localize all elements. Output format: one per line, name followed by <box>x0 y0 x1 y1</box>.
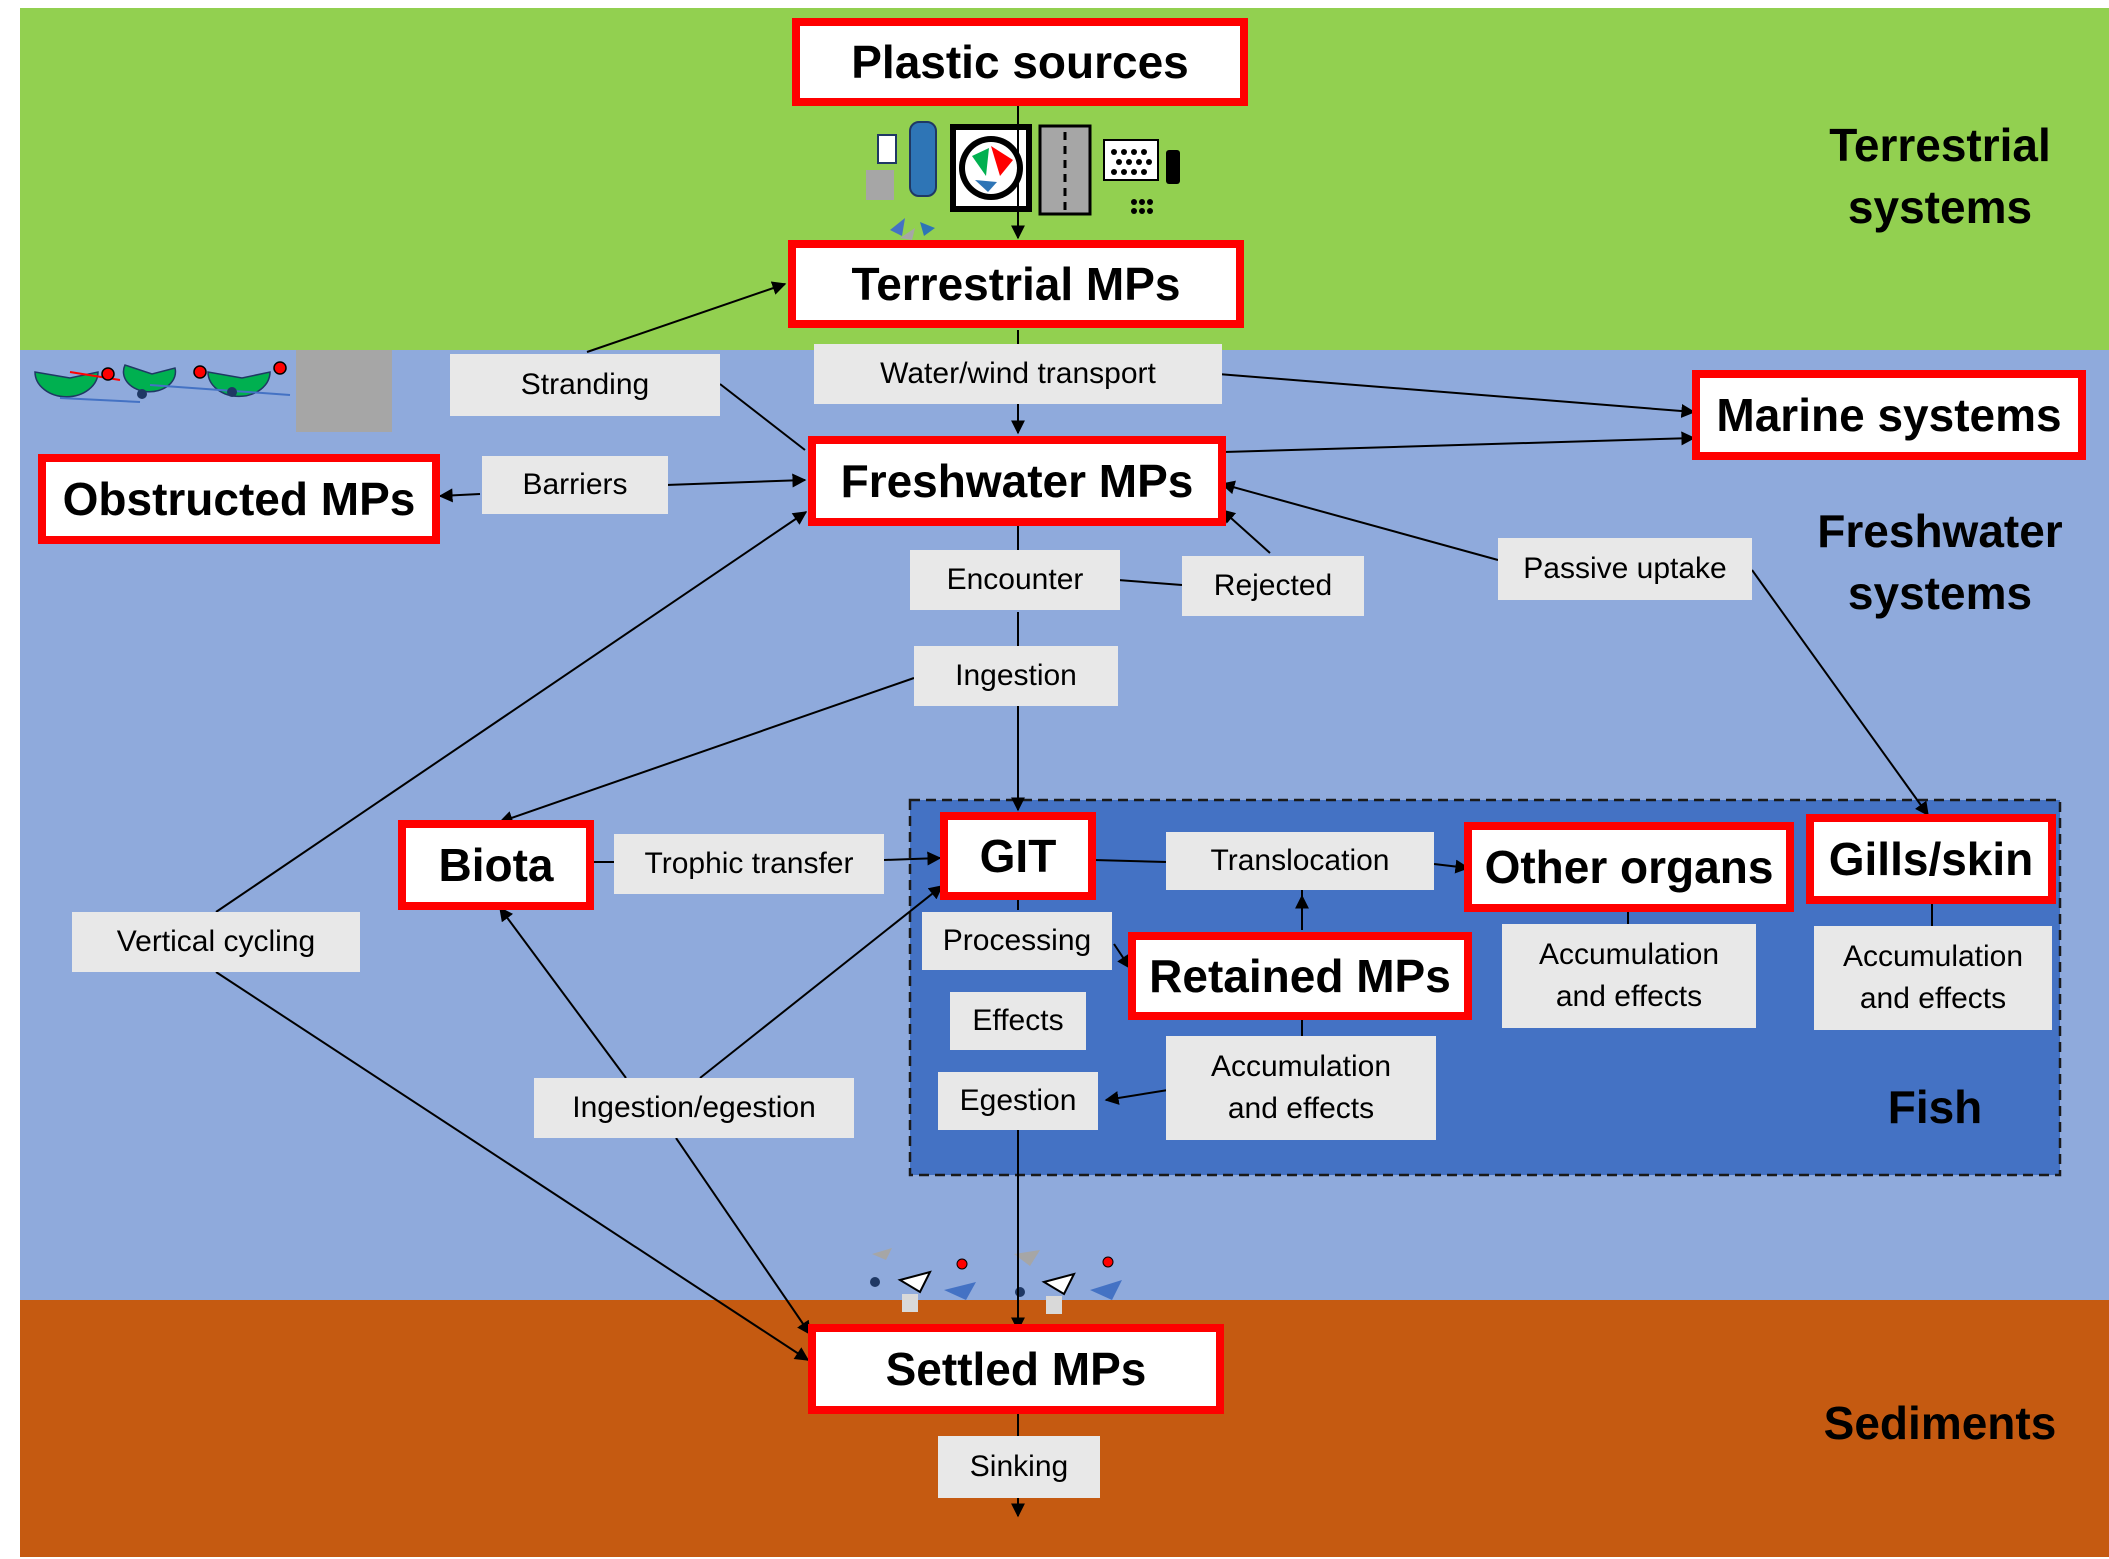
biota-node: Biota <box>398 820 594 910</box>
terrestrial-systems-label: Terrestrial systems <box>1829 119 2051 233</box>
water-wind-transport-label: Water/wind transport <box>814 344 1222 404</box>
other-organs-accumulation-label: Accumulation and effects <box>1502 924 1756 1028</box>
settling-particle-icons <box>870 1248 1122 1314</box>
obstructed-mps-node: Obstructed MPs <box>38 454 440 544</box>
connectors <box>215 104 1933 1518</box>
encounter-label: Encounter <box>910 550 1120 610</box>
ingestion-label: Ingestion <box>914 646 1118 706</box>
git-node: GIT <box>940 812 1096 900</box>
ingestion-egestion-label: Ingestion/egestion <box>534 1078 854 1138</box>
retained-accumulation-label: Accumulation and effects <box>1166 1036 1436 1140</box>
barriers-label: Barriers <box>482 456 668 514</box>
settled-mps-node: Settled MPs <box>808 1324 1224 1414</box>
translocation-label: Translocation <box>1166 832 1434 890</box>
passive-uptake-label: Passive uptake <box>1498 538 1752 600</box>
processing-label: Processing <box>922 912 1112 970</box>
gills-skin-node: Gills/skin <box>1806 814 2056 904</box>
retained-mps-node: Retained MPs <box>1128 932 1472 1020</box>
sediments-label: Sediments <box>1823 1397 2057 1449</box>
freshwater-mps-node: Freshwater MPs <box>808 436 1226 526</box>
terrestrial-mps-node: Terrestrial MPs <box>788 240 1244 328</box>
fish-label: Fish <box>1887 1081 1983 1133</box>
rejected-label: Rejected <box>1182 556 1364 616</box>
gills-accumulation-label: Accumulation and effects <box>1814 926 2052 1030</box>
freshwater-systems-label: Freshwater systems <box>1817 505 2063 619</box>
plastic-sources-node: Plastic sources <box>792 18 1248 106</box>
lily-pad-icons <box>34 350 392 432</box>
effects-label: Effects <box>950 992 1086 1050</box>
stranding-label: Stranding <box>450 354 720 416</box>
vertical-cycling-label: Vertical cycling <box>72 912 360 972</box>
trophic-transfer-label: Trophic transfer <box>614 834 884 894</box>
marine-systems-node: Marine systems <box>1692 370 2086 460</box>
other-organs-node: Other organs <box>1464 822 1794 912</box>
sinking-label: Sinking <box>938 1436 1100 1498</box>
egestion-label: Egestion <box>938 1072 1098 1130</box>
